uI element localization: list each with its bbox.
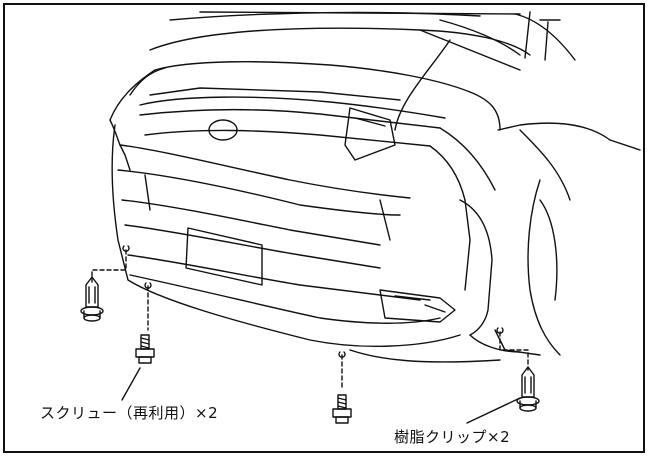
screw-icon — [135, 334, 155, 364]
resin-clip-icon — [516, 366, 540, 412]
leader-lines — [91, 249, 529, 391]
mounting-holes — [122, 245, 504, 358]
resin-clip-label: 樹脂クリップ×2 — [394, 428, 511, 446]
diagram-frame — [3, 3, 645, 453]
front-face — [109, 61, 501, 201]
resin-clip-icon — [80, 276, 104, 322]
screw-icon — [332, 394, 352, 424]
bumper-body — [111, 122, 641, 363]
hood-outline — [149, 11, 576, 131]
screw-label: スクリュー（再利用）×2 — [40, 404, 219, 422]
callout-lines — [121, 367, 521, 424]
